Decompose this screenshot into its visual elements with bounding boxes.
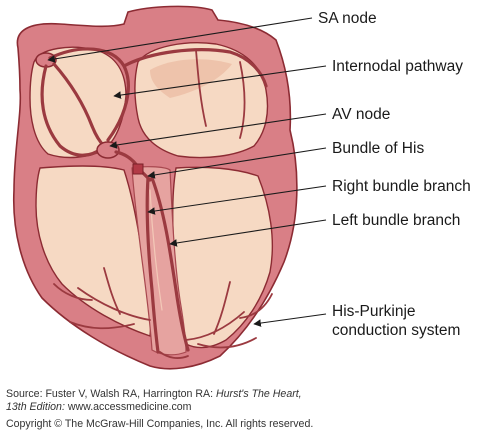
internodal-pathway-posterior	[52, 62, 106, 148]
bundle-of-his-marker	[132, 163, 144, 175]
leader-av-node	[109, 113, 327, 149]
source-website: www.accessmedicine.com	[67, 401, 192, 413]
source-credit: Source: Fuster V, Walsh RA, Harrington R…	[6, 388, 313, 430]
leader-right-bundle-branch	[147, 185, 327, 215]
label-right-bundle-branch: Right bundle branch	[332, 178, 471, 195]
source-authors: Source: Fuster V, Walsh RA, Harrington R…	[6, 388, 216, 400]
label-sa-node: SA node	[318, 10, 377, 27]
septal-highlight	[149, 189, 163, 311]
bachmann-bundle	[122, 48, 268, 88]
right-bundle-branch	[145, 176, 160, 354]
labels: SA node Internodal pathway AV node Bundl…	[318, 10, 471, 339]
purkinje-fibers-left	[185, 281, 273, 349]
atrial-branch-left	[195, 49, 246, 139]
purkinje-fibers-right	[53, 267, 151, 330]
copyright-line: Copyright © The McGraw-Hill Companies, I…	[6, 418, 313, 430]
purkinje-fibers-apex	[159, 351, 189, 359]
heart-illustration	[12, 5, 298, 370]
internodal-pathway-anterior	[40, 64, 104, 157]
leader-left-bundle-branch	[169, 219, 327, 247]
leader-sa-node	[47, 17, 313, 63]
left-bundle-branch	[150, 176, 190, 352]
label-his-purkinje-line1: His-Purkinje	[332, 303, 416, 320]
leader-his-purkinje	[253, 313, 327, 327]
av-node	[96, 141, 120, 159]
source-line-1: Source: Fuster V, Walsh RA, Harrington R…	[6, 388, 302, 400]
leader-internodal-pathway	[113, 65, 327, 99]
source-edition: 13th Edition:	[6, 401, 68, 413]
label-internodal-pathway: Internodal pathway	[332, 58, 463, 75]
leader-lines	[47, 17, 327, 327]
interventricular-septum	[131, 166, 187, 356]
label-his-purkinje-line2: conduction system	[332, 322, 460, 339]
leader-bundle-of-his	[147, 147, 327, 179]
label-av-node: AV node	[332, 106, 390, 123]
label-left-bundle-branch: Left bundle branch	[332, 212, 460, 229]
left-ventricle	[171, 166, 274, 349]
source-line-2: 13th Edition: www.accessmedicine.com	[6, 401, 192, 413]
label-bundle-of-his: Bundle of His	[332, 140, 424, 157]
source-book-title: Hurst's The Heart,	[216, 388, 302, 400]
right-ventricle	[35, 165, 152, 337]
